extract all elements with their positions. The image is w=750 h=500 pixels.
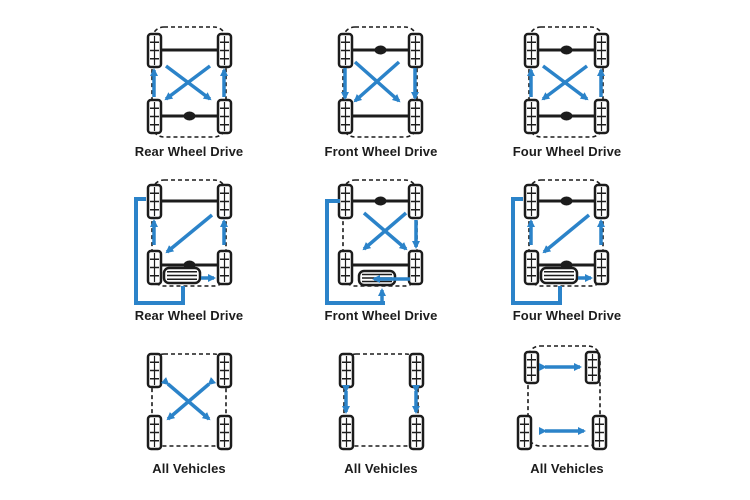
spare-route-bar	[134, 301, 184, 305]
rotation-arrow	[362, 211, 408, 251]
caption-rear-wheel-drive-spare: Rear Wheel Drive	[134, 308, 244, 323]
caption-four-wheel-drive: Four Wheel Drive	[512, 144, 622, 159]
rotation-arrow	[542, 213, 591, 254]
car-body-outline	[151, 353, 227, 447]
car-body-outline	[151, 26, 227, 138]
differential-hub	[183, 111, 196, 121]
caption-all-vehicles-x: All Vehicles	[152, 461, 226, 476]
differential-hub	[374, 45, 387, 55]
differential-hub	[560, 45, 573, 55]
differential-hub	[560, 196, 573, 206]
rotation-arrow	[353, 60, 401, 103]
spare-route-bar	[134, 197, 138, 305]
rotation-arrow	[165, 213, 214, 254]
spare-route-bar	[325, 199, 340, 203]
rotation-arrow	[541, 64, 589, 101]
rotation-arrow	[166, 377, 217, 421]
spare-route-bar	[511, 197, 515, 305]
spare-route-bar	[181, 286, 185, 305]
car-body-outline	[528, 179, 604, 287]
differential-hub	[560, 111, 573, 121]
caption-front-wheel-drive: Front Wheel Drive	[324, 144, 438, 159]
differential-hub	[374, 196, 387, 206]
car-body-outline	[343, 353, 419, 447]
spare-route-bar	[511, 197, 523, 201]
caption-rear-wheel-drive: Rear Wheel Drive	[134, 144, 244, 159]
spare-route-bar	[325, 199, 329, 305]
car-body-outline	[342, 26, 418, 138]
spare-route-bar	[558, 286, 562, 305]
spare-route-bar	[511, 301, 561, 305]
car-body-outline	[528, 26, 604, 138]
spare-route-bar	[325, 301, 385, 305]
car-body-outline	[151, 179, 227, 287]
caption-four-wheel-drive-spare: Four Wheel Drive	[512, 308, 622, 323]
rotation-arrow	[164, 64, 212, 101]
car-body-outline	[342, 179, 418, 287]
caption-front-wheel-drive-spare: Front Wheel Drive	[324, 308, 438, 323]
car-body-outline	[527, 345, 601, 447]
caption-all-vehicles-side: All Vehicles	[530, 461, 604, 476]
caption-all-vehicles-front-rear: All Vehicles	[344, 461, 418, 476]
spare-route-bar	[134, 197, 146, 201]
